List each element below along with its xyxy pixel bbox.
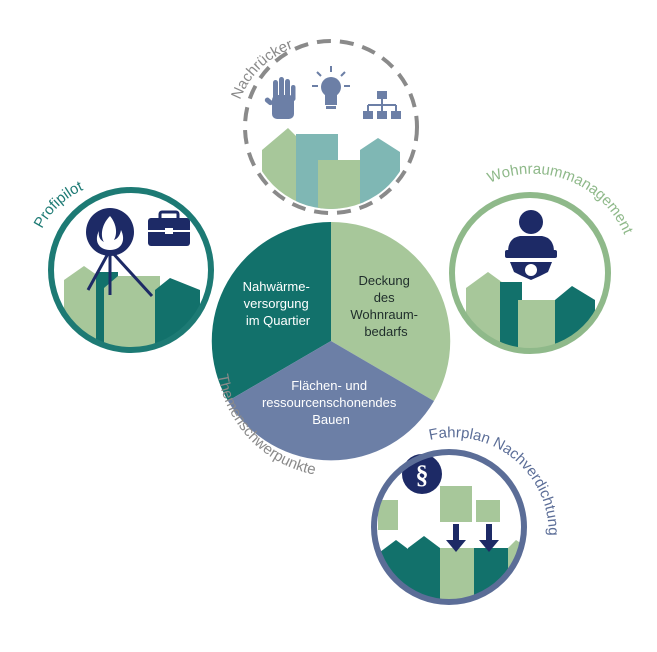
segment-flaechen[interactable]	[228, 341, 434, 461]
segment-label-nahwaerme: Nahwärme- versorgung im Quartier	[243, 279, 314, 328]
ring-nachruecker	[243, 39, 419, 215]
manager-gear-icon	[505, 210, 557, 280]
briefcase-icon	[148, 210, 190, 246]
center-pie: Nahwärme- versorgung im Quartier Deckung…	[211, 221, 451, 461]
arrow-down-icon	[446, 524, 499, 552]
module-fahrplan[interactable]: § Fahrplan Nachverdichtung	[370, 424, 562, 610]
ring-profipilot	[48, 187, 214, 353]
org-chart-icon	[363, 91, 401, 119]
segment-nahwaerme[interactable]	[211, 221, 331, 401]
buildings-nachruecker	[249, 45, 413, 209]
hand-icon	[264, 77, 296, 119]
module-wohnraummanagement[interactable]: Wohnraummanagement	[449, 161, 637, 365]
ring-fahrplan	[371, 449, 527, 605]
fire-network-icon	[86, 208, 154, 298]
ring-wohnraummanagement	[449, 192, 611, 354]
module-nachruecker[interactable]: Nachrücker	[228, 36, 420, 224]
segment-label-flaechen: Flächen- und ressourcenschonendes Bauen	[262, 378, 400, 427]
lightbulb-icon	[312, 66, 350, 109]
svg-text:§: §	[416, 460, 429, 489]
segment-label-wohnraumbedarf: Deckung des Wohnraum- bedarfs	[350, 273, 421, 339]
segment-wohnraumbedarf[interactable]	[331, 221, 451, 401]
module-profipilot[interactable]: Profipilot	[31, 177, 220, 360]
